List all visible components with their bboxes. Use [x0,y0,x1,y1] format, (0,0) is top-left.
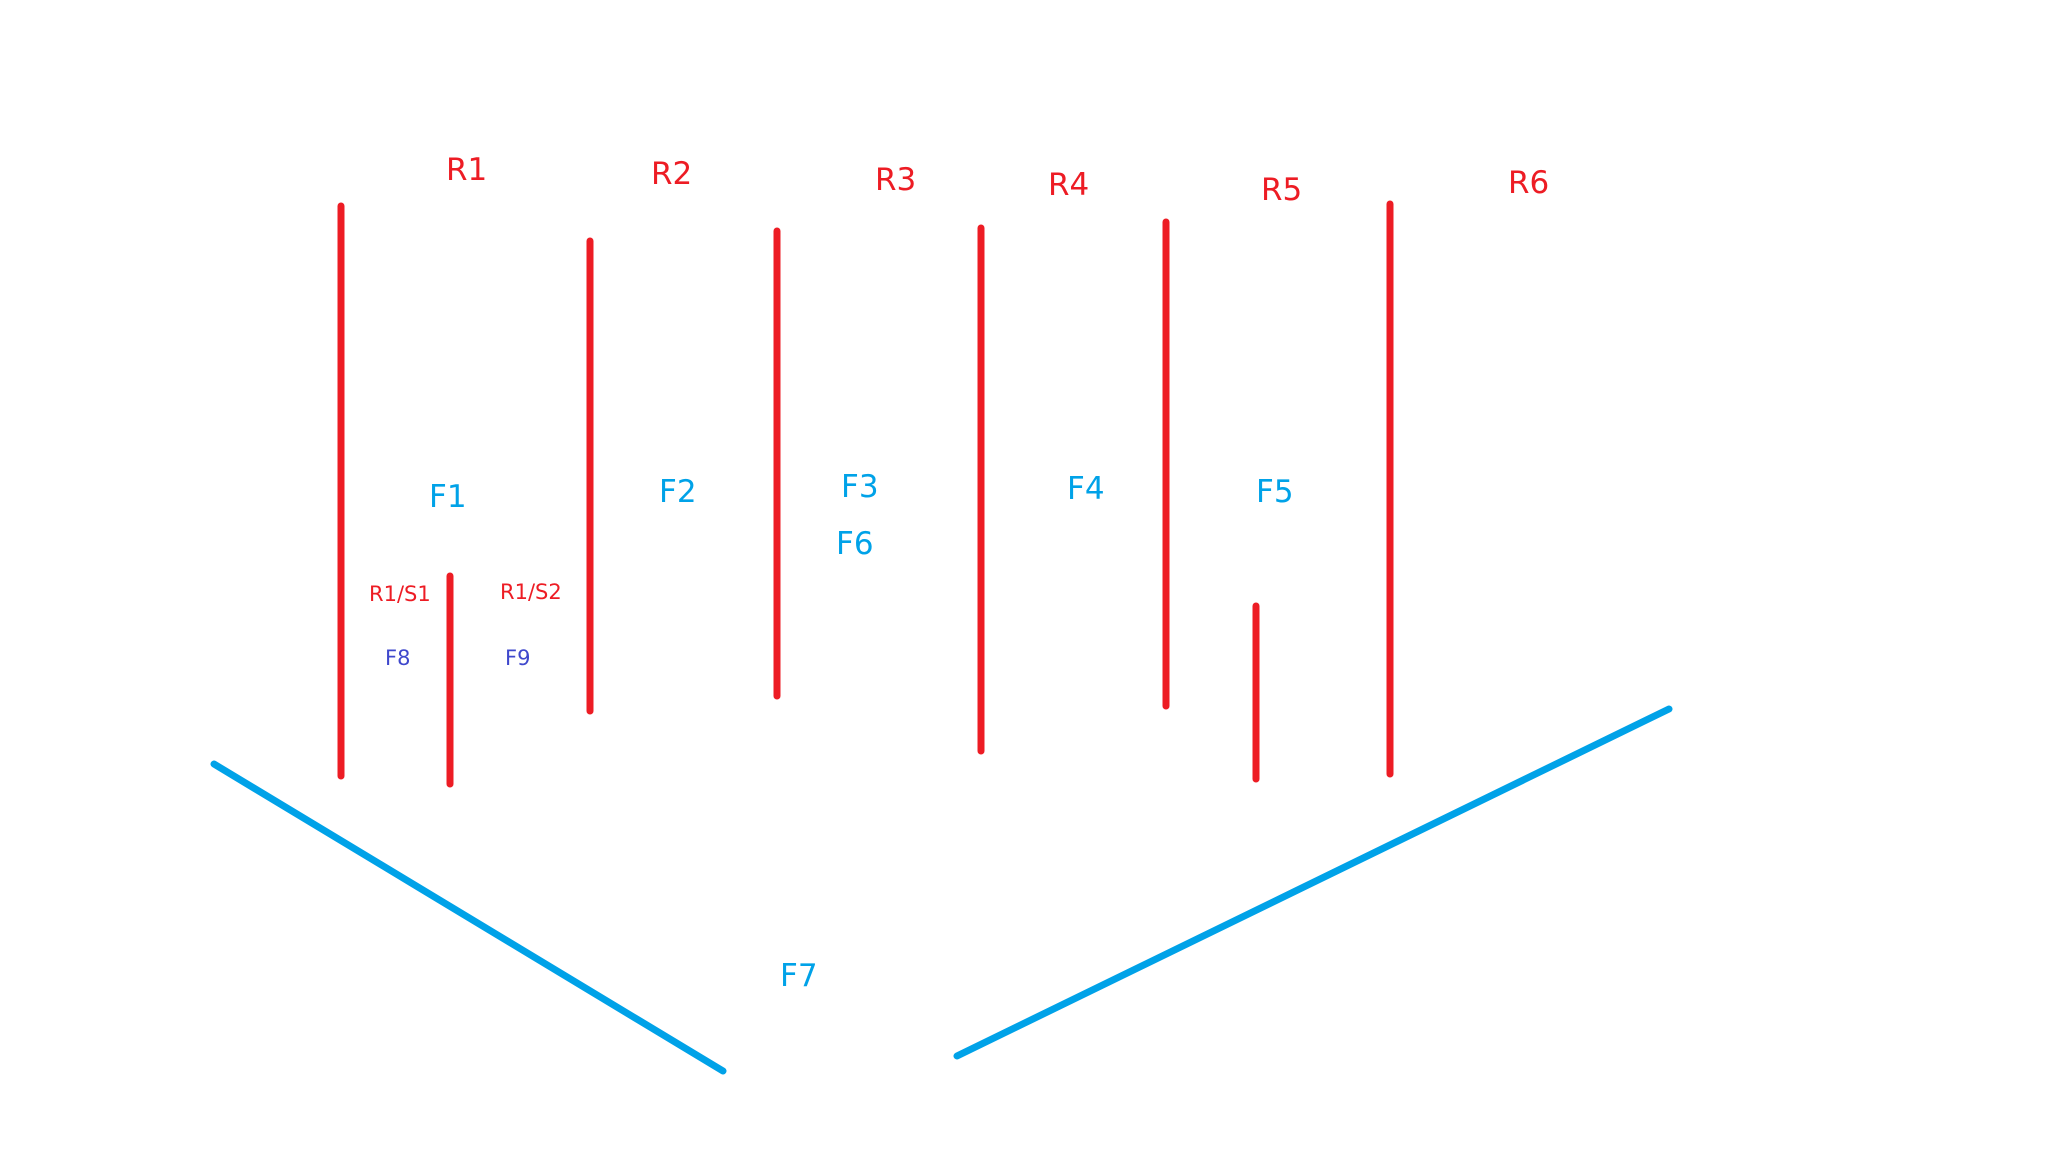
red-dividers [337,200,1394,788]
diagonal-line-right [953,705,1673,1060]
label-r3: R3 [875,162,916,198]
label-r4: R4 [1048,167,1089,203]
label-f4: F4 [1067,471,1105,507]
label-f6: F6 [836,526,874,562]
blue-labels: F1 F2 F3 F4 F5 F6 F7 F8 F9 [385,469,1294,994]
label-r5: R5 [1261,172,1302,208]
label-f1: F1 [429,479,467,515]
label-r2: R2 [651,156,692,192]
label-f5: F5 [1256,474,1294,510]
label-r1-s1: R1/S1 [369,582,431,606]
label-f9: F9 [505,646,530,670]
label-r1: R1 [446,152,487,188]
label-f3: F3 [841,469,879,505]
red-labels: R1 R2 R3 R4 R5 R6 R1/S1 R1/S2 [369,152,1549,606]
label-f8: F8 [385,646,410,670]
label-f2: F2 [659,474,697,510]
blue-diagonals [210,705,1673,1075]
label-f7: F7 [780,958,818,994]
diagonal-line-left [210,760,727,1075]
label-r1-s2: R1/S2 [500,580,562,604]
label-r6: R6 [1508,165,1549,201]
